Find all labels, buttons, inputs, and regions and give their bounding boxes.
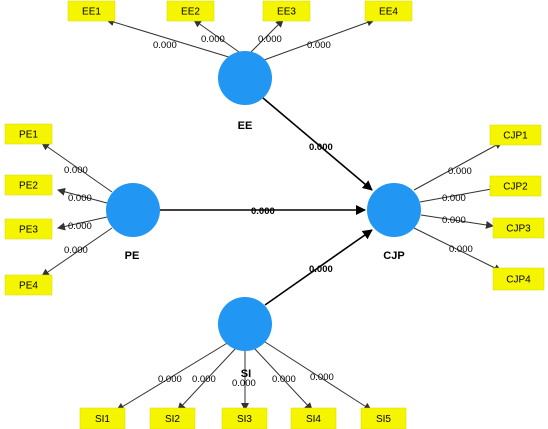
indicator-label-pe4: PE4 [19, 281, 38, 292]
indicator-label-cjp1: CJP1 [503, 131, 528, 142]
loading-value-ee1: 0.000 [153, 40, 177, 51]
structural-paths: 0.000 0.000 0.000 [160, 97, 373, 306]
indicator-pe1[interactable]: PE1 [4, 123, 53, 145]
loading-value-ee2: 0.000 [201, 34, 225, 45]
construct-circle-si[interactable] [218, 297, 272, 351]
construct-group-ee[interactable]: EE1 EE2 EE3 EE4 0.000 0.000 0.000 0.000 … [67, 0, 413, 132]
indicator-cjp3[interactable]: CJP3 [492, 217, 545, 239]
indicator-label-ee1: EE1 [82, 7, 101, 18]
indicator-label-cjp2: CJP2 [503, 182, 528, 193]
indicator-ee4[interactable]: EE4 [364, 0, 413, 22]
loading-arrow-cjp2 [419, 185, 498, 203]
loading-value-si4: 0.000 [272, 374, 296, 385]
loading-arrow-si2 [177, 347, 237, 411]
construct-circle-pe[interactable] [106, 183, 160, 237]
construct-circle-cjp[interactable] [367, 183, 421, 237]
path-arrow-ee-cjp[interactable] [262, 97, 373, 191]
indicator-cjp4[interactable]: CJP4 [492, 267, 545, 291]
indicator-label-ee4: EE4 [379, 7, 398, 18]
indicator-label-cjp4: CJP4 [506, 275, 531, 286]
loading-arrow-pe4 [41, 227, 113, 277]
indicator-label-cjp3: CJP3 [506, 224, 531, 235]
indicator-cjp2[interactable]: CJP2 [489, 175, 542, 197]
loading-value-pe1: 0.000 [64, 165, 88, 176]
indicator-si1[interactable]: SI1 [79, 407, 126, 429]
loading-arrow-si5 [261, 339, 372, 411]
loading-value-cjp4: 0.000 [449, 244, 473, 255]
indicator-pe2[interactable]: PE2 [4, 174, 53, 196]
loading-arrow-cjp3 [420, 214, 494, 229]
loading-arrow-pe3 [57, 216, 108, 231]
loading-arrow-si1 [116, 341, 230, 411]
loading-arrow-ee3 [250, 19, 284, 53]
loading-arrow-cjp1 [413, 141, 503, 191]
loading-value-cjp2: 0.000 [442, 193, 466, 204]
loading-value-si2: 0.000 [192, 374, 216, 385]
loading-arrow-si4 [253, 347, 313, 411]
construct-group-cjp[interactable]: CJP1 CJP2 CJP3 CJP4 0.000 0.000 0.000 0.… [367, 124, 545, 291]
loading-arrow-cjp4 [413, 227, 502, 272]
indicator-si3[interactable]: SI3 [221, 407, 268, 429]
indicator-ee1[interactable]: EE1 [67, 0, 116, 22]
path-value-si-cjp: 0.000 [309, 264, 333, 275]
loading-arrow-pe2 [57, 187, 108, 204]
loading-value-si3: 0.000 [232, 378, 256, 389]
path-value-ee-cjp: 0.000 [309, 142, 333, 153]
loading-value-cjp1: 0.000 [448, 166, 472, 177]
indicator-label-si2: SI2 [165, 414, 180, 425]
indicator-si2[interactable]: SI2 [149, 407, 196, 429]
loading-value-pe2: 0.000 [68, 193, 92, 204]
loading-arrow-ee4 [263, 18, 375, 61]
loading-arrow-pe1 [41, 142, 113, 193]
indicator-label-pe3: PE3 [19, 225, 38, 236]
loading-value-si5: 0.000 [310, 372, 334, 383]
loading-arrow-ee2 [193, 19, 240, 53]
construct-circle-ee[interactable] [218, 51, 272, 105]
indicator-pe4[interactable]: PE4 [4, 274, 53, 296]
indicator-si5[interactable]: SI5 [360, 407, 407, 429]
construct-group-si[interactable]: SI1 SI2 SI3 SI4 SI5 0.000 0.000 0.000 0.… [79, 297, 407, 429]
loading-value-cjp3: 0.000 [442, 215, 466, 226]
construct-label-ee: EE [238, 120, 253, 132]
indicator-label-pe2: PE2 [19, 181, 38, 192]
loading-arrow-ee1 [106, 18, 233, 59]
indicator-ee3[interactable]: EE3 [262, 0, 311, 22]
path-arrow-si-cjp[interactable] [264, 229, 373, 306]
path-value-pe-cjp: 0.000 [251, 206, 275, 217]
construct-group-pe[interactable]: PE1 PE2 PE3 PE4 0.000 0.000 0.000 0.000 … [4, 123, 160, 296]
indicator-ee2[interactable]: EE2 [166, 0, 215, 22]
construct-label-pe: PE [125, 250, 140, 262]
construct-label-cjp: CJP [383, 250, 404, 262]
loading-value-si1: 0.000 [158, 374, 182, 385]
indicator-si4[interactable]: SI4 [290, 407, 337, 429]
construct-label-si: SI [241, 368, 251, 380]
indicator-pe3[interactable]: PE3 [4, 218, 53, 240]
loading-value-pe3: 0.000 [68, 221, 92, 232]
indicator-label-ee3: EE3 [277, 7, 296, 18]
loading-value-ee4: 0.000 [307, 40, 331, 51]
indicator-label-si4: SI4 [306, 414, 321, 425]
loading-value-ee3: 0.000 [258, 34, 282, 45]
indicator-cjp1[interactable]: CJP1 [489, 124, 542, 146]
loading-value-pe4: 0.000 [64, 245, 88, 256]
indicator-label-si1: SI1 [95, 414, 110, 425]
indicator-label-pe1: PE1 [19, 130, 38, 141]
indicator-label-si3: SI3 [237, 414, 252, 425]
indicator-label-ee2: EE2 [181, 7, 200, 18]
indicator-label-si5: SI5 [376, 414, 391, 425]
